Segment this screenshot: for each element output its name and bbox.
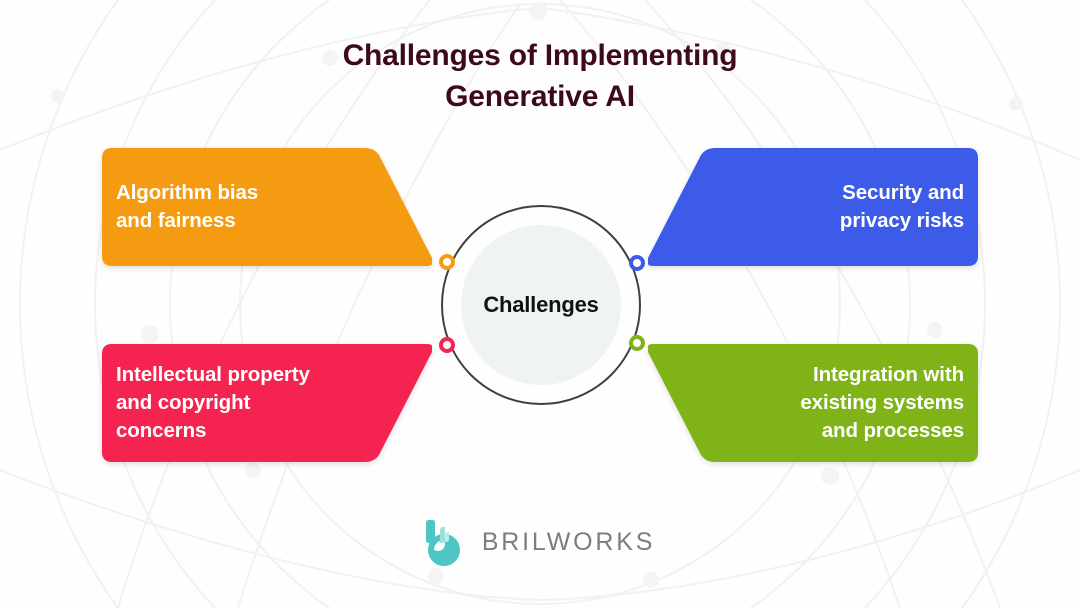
page-title-line-1: Challenges of Implementing (342, 39, 738, 72)
page-title: Challenges of Implementing Generative AI (0, 36, 1080, 118)
brilworks-wordmark: BRILWORKS (481, 527, 656, 556)
connector-node-pink (439, 337, 455, 353)
brilworks-mark-icon (425, 520, 460, 566)
challenge-card-label: Algorithm bias and fairness (116, 180, 259, 232)
center-hub: Challenges (441, 205, 641, 405)
connector-node-green (629, 335, 645, 351)
connector-node-blue (629, 255, 645, 271)
challenge-card-label: Intellectual property and copyright conc… (116, 362, 310, 443)
brilworks-logo: BRILWORKS (0, 518, 1080, 566)
challenge-card-algorithm-bias[interactable]: Algorithm bias and fairness (102, 148, 432, 266)
connector-node-orange (439, 254, 455, 270)
challenge-card-label: Security and privacy risks (839, 180, 964, 232)
hub-label: Challenges (483, 292, 599, 317)
page-title-line-2: Generative AI (445, 79, 635, 113)
challenge-card-integration-systems[interactable]: Integration with existing systems and pr… (648, 344, 978, 462)
challenge-card-security-privacy[interactable]: Security and privacy risks (648, 148, 978, 266)
challenge-card-label: Integration with existing systems and pr… (800, 362, 964, 443)
challenge-card-intellectual-property[interactable]: Intellectual property and copyright conc… (102, 344, 432, 462)
